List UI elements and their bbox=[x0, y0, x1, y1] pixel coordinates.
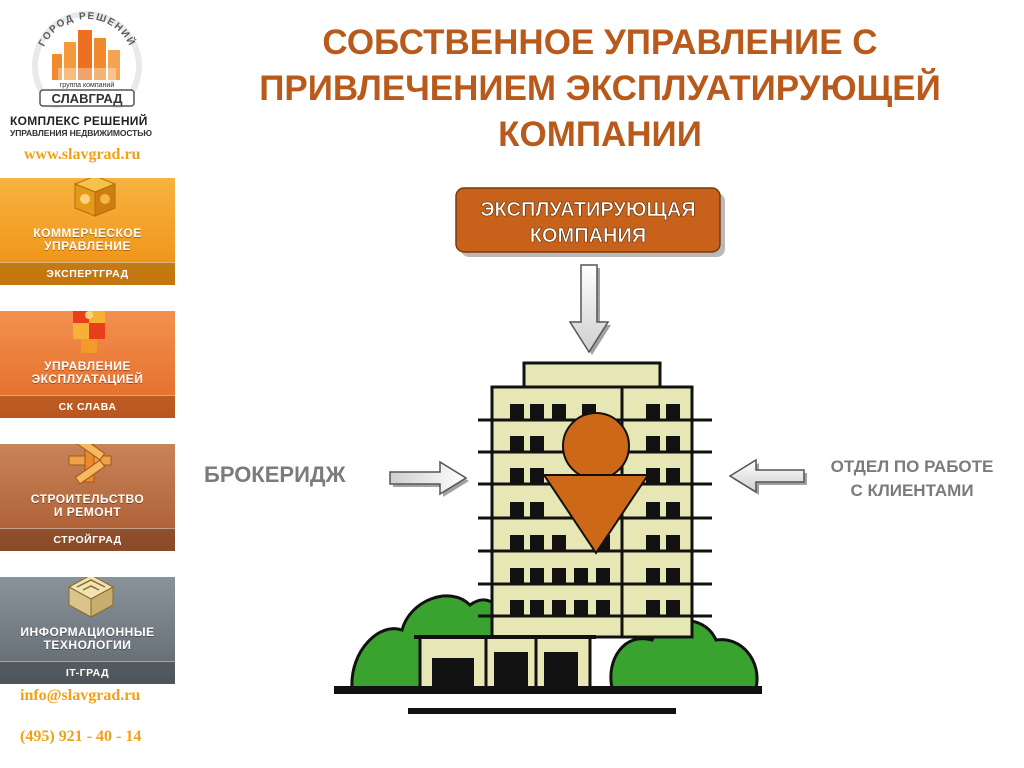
tile-company: ЭКСПЕРТГРАД bbox=[0, 262, 175, 285]
puzzle-icon bbox=[73, 311, 105, 353]
tile-line1: СТРОИТЕЛЬСТВО bbox=[30, 492, 145, 506]
down-arrow-icon bbox=[568, 264, 611, 355]
tile-operations-management[interactable]: УПРАВЛЕНИЕ ЭКСПЛУАТАЦИЕЙ СК СЛАВА bbox=[0, 311, 175, 418]
brokerage-label: БРОКЕРИДЖ bbox=[204, 462, 346, 487]
client-department-label: ОТДЕЛ ПО РАБОТЕ С КЛИЕНТАМИ bbox=[818, 455, 1006, 503]
cube-icon bbox=[73, 178, 117, 217]
phone-number: (495) 921 - 40 - 14 bbox=[20, 728, 142, 745]
wooden-knot-icon bbox=[68, 444, 112, 485]
tile-line1: ИНФОРМАЦИОННЫЕ bbox=[20, 625, 155, 639]
tile-company: СТРОЙГРАД bbox=[0, 528, 175, 551]
tile-construction-repair[interactable]: СТРОИТЕЛЬСТВО И РЕМОНТ СТРОЙГРАД bbox=[0, 444, 175, 551]
website-link[interactable]: www.slavgrad.ru bbox=[24, 146, 141, 163]
tile-line1: КОММЕРЧЕСКОЕ bbox=[33, 226, 142, 240]
brand-subtitle: УПРАВЛЕНИЯ НЕДВИЖИМОСТЬЮ bbox=[10, 128, 152, 138]
operator-box-line1: ЭКСПЛУАТИРУЮЩАЯ bbox=[480, 199, 695, 221]
sidebar: ГОРОД РЕШЕНИЙ группа компаний СЛАВГРАД К… bbox=[0, 0, 178, 768]
right-arrow-icon bbox=[389, 460, 469, 497]
operator-company-box: ЭКСПЛУАТИРУЮЩАЯ КОМПАНИЯ bbox=[455, 187, 725, 257]
client-department-line2: С КЛИЕНТАМИ bbox=[850, 481, 974, 500]
operator-box-line2: КОМПАНИЯ bbox=[530, 225, 646, 247]
page-title: СОБСТВЕННОЕ УПРАВЛЕНИЕ С ПРИВЛЕЧЕНИЕМ ЭК… bbox=[190, 20, 1010, 158]
tile-line2: ТЕХНОЛОГИИ bbox=[43, 638, 132, 652]
client-department-line1: ОТДЕЛ ПО РАБОТЕ bbox=[830, 457, 994, 476]
title-line-1: СОБСТВЕННОЕ УПРАВЛЕНИЕ С bbox=[322, 23, 878, 62]
tile-commercial-management[interactable]: КОММЕРЧЕСКОЕ УПРАВЛЕНИЕ ЭКСПЕРТГРАД bbox=[0, 178, 175, 285]
tile-line2: И РЕМОНТ bbox=[53, 505, 122, 519]
building-illustration bbox=[334, 361, 762, 714]
brand-title: КОМПЛЕКС РЕШЕНИЙ bbox=[10, 114, 148, 128]
tile-line2: УПРАВЛЕНИЕ bbox=[44, 239, 131, 253]
logo-group-text: группа компаний bbox=[60, 81, 115, 89]
tile-company: СК СЛАВА bbox=[0, 395, 175, 418]
tile-company: IT-ГРАД bbox=[0, 661, 175, 684]
title-line-2: ПРИВЛЕЧЕНИЕМ ЭКСПЛУАТИРУЮЩЕЙ bbox=[259, 69, 941, 108]
tile-line1: УПРАВЛЕНИЕ bbox=[44, 359, 131, 373]
email-link[interactable]: info@slavgrad.ru bbox=[20, 687, 141, 704]
title-line-3: КОМПАНИИ bbox=[498, 115, 702, 154]
maze-icon bbox=[67, 577, 115, 618]
slavgrad-logo: ГОРОД РЕШЕНИЙ группа компаний СЛАВГРАД bbox=[32, 11, 142, 108]
tile-line2: ЭКСПЛУАТАЦИЕЙ bbox=[31, 372, 144, 386]
left-arrow-icon bbox=[728, 458, 807, 495]
tile-information-technology[interactable]: ИНФОРМАЦИОННЫЕ ТЕХНОЛОГИИ IT-ГРАД bbox=[0, 577, 175, 684]
logo-name-text: СЛАВГРАД bbox=[52, 91, 124, 106]
